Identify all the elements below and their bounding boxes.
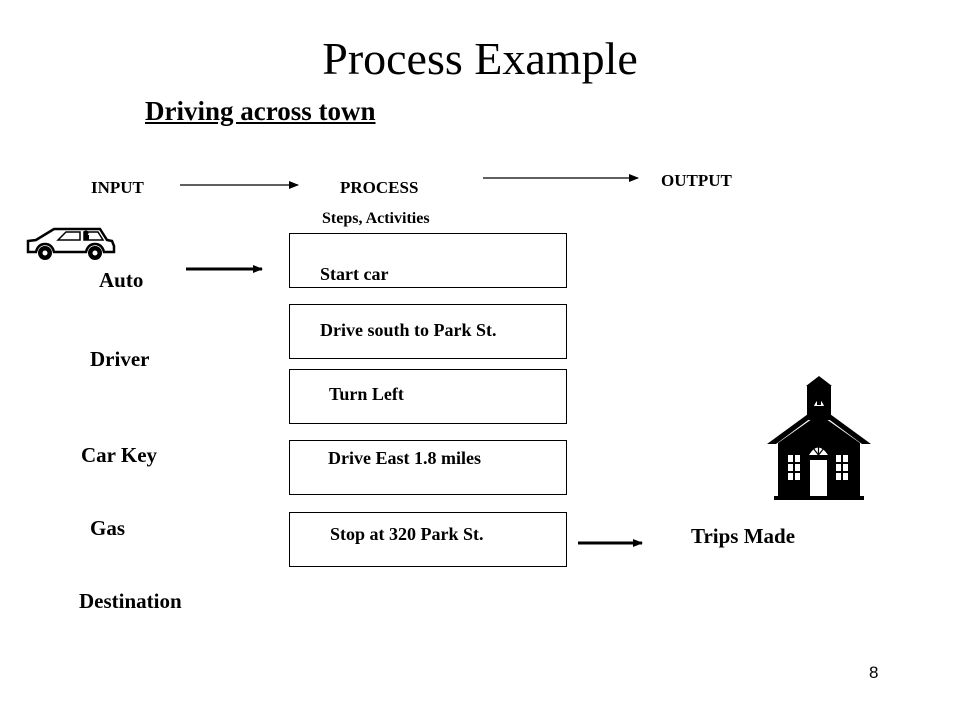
process-step-label: Drive south to Park St. [320, 320, 497, 340]
schoolhouse-icon [767, 376, 871, 500]
input-item-destination: Destination [79, 589, 182, 613]
input-item-car-key: Car Key [81, 443, 158, 467]
process-subheader: Steps, Activities [322, 210, 430, 227]
process-step-label: Drive East 1.8 miles [328, 448, 481, 468]
process-step-box: Stop at 320 Park St. [289, 512, 567, 567]
input-header: INPUT [91, 178, 144, 197]
process-step-box: Turn Left [289, 369, 567, 424]
process-step-label: Turn Left [329, 384, 404, 404]
output-header: OUTPUT [661, 171, 732, 190]
slide-subtitle: Driving across town [145, 96, 376, 126]
input-item-gas: Gas [90, 516, 126, 540]
process-step-label: Stop at 320 Park St. [330, 524, 484, 544]
car-icon [26, 227, 116, 260]
input-item-auto: Auto [99, 268, 144, 292]
input-item-driver: Driver [90, 347, 150, 371]
process-header: PROCESS [340, 178, 419, 197]
process-step-box: Start car [289, 233, 567, 288]
page-number: 8 [869, 663, 879, 682]
slide-title: Process Example [322, 33, 638, 84]
process-step-label: Start car [320, 264, 389, 284]
process-step-box: Drive south to Park St. [289, 304, 567, 359]
process-step-box: Drive East 1.8 miles [289, 440, 567, 495]
output-label: Trips Made [691, 524, 796, 548]
